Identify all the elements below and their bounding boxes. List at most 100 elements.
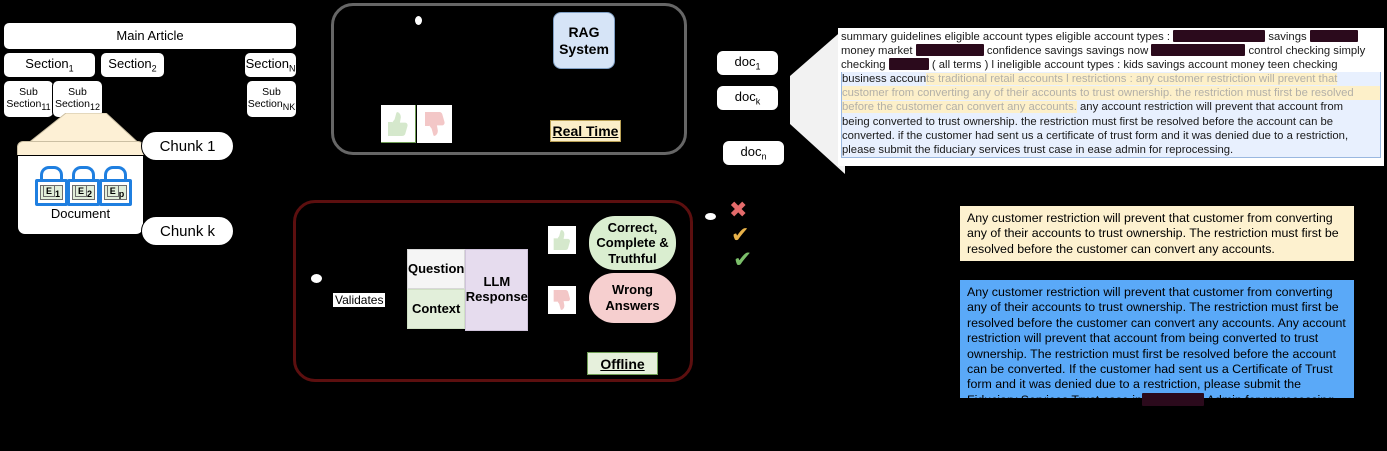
doc-1-sub: 1 bbox=[755, 61, 761, 72]
short-answer-card: Any customer restriction will prevent th… bbox=[959, 205, 1355, 262]
doc-node-k: dock bbox=[716, 85, 779, 111]
subsection-nk-sub: NK bbox=[282, 101, 296, 112]
realtime-stage-tag: Real Time bbox=[550, 120, 621, 142]
section-n-sub: N bbox=[288, 63, 296, 74]
subsection-nk-line1: Sub bbox=[262, 85, 281, 98]
subsection-12-line2: Section bbox=[54, 97, 90, 110]
offline-phase-container bbox=[293, 200, 693, 382]
wrong-line2: Answers bbox=[605, 298, 660, 313]
section-2-sub: 2 bbox=[151, 63, 157, 74]
subsection-node-11: Sub Section11 bbox=[3, 80, 54, 118]
panel-line-8: converted. if the customer had sent us a… bbox=[842, 129, 1349, 142]
subsection-11-line1: Sub bbox=[19, 85, 38, 98]
panel-line-4: business accounts traditional retail acc… bbox=[842, 73, 1338, 86]
doc-k-label: doc bbox=[734, 88, 756, 104]
correct-answers-node: Correct, Complete & Truthful bbox=[589, 216, 676, 270]
correct-line3: Truthful bbox=[608, 250, 657, 266]
chunk-k-node: Chunk k bbox=[141, 216, 234, 246]
subsection-11-sub: 11 bbox=[41, 101, 51, 112]
panel-line-9: please submit the fiduciary services tru… bbox=[842, 143, 1234, 156]
subsection-nk-line2: Section bbox=[247, 97, 283, 110]
redaction-block bbox=[1309, 30, 1358, 42]
context-cell: Context bbox=[407, 289, 466, 329]
correct-line1: Correct, bbox=[607, 219, 658, 235]
section-node-n: SectionN bbox=[244, 52, 297, 78]
panel-highlight-span: ts traditional retail accounts l restric… bbox=[926, 73, 1338, 86]
lock-e2-sub: 2 bbox=[87, 188, 93, 199]
lock-e1-label: E bbox=[42, 184, 55, 197]
llm-response-cell: LLM Response bbox=[465, 249, 529, 331]
panel-line-3: checking ( all terms ) l ineligible acco… bbox=[841, 58, 1338, 72]
llm-response-line1: LLM bbox=[483, 274, 511, 290]
redaction-block bbox=[915, 44, 984, 57]
long-answer-text-a: Any customer restriction will prevent th… bbox=[967, 285, 1346, 407]
section-1-label: Section bbox=[25, 55, 69, 71]
cross-mark-icon: ✖ bbox=[729, 197, 748, 222]
panel-line-2: money market confidence savings savings … bbox=[841, 44, 1366, 58]
doc-expand-funnel bbox=[790, 28, 845, 174]
offline-thumbs-up-cell bbox=[548, 226, 576, 254]
subsection-12-sub: 12 bbox=[90, 101, 101, 112]
wrong-answers-node: Wrong Answers bbox=[589, 273, 676, 323]
offline-thumbs-down-cell bbox=[548, 286, 576, 314]
context-label: Context bbox=[411, 300, 461, 316]
doc-node-n: docn bbox=[722, 140, 785, 166]
section-2-label: Section bbox=[108, 55, 152, 71]
lock-e1-sub: 1 bbox=[55, 188, 61, 199]
main-article-label: Main Article bbox=[116, 27, 184, 43]
section-n-label: Section bbox=[245, 55, 289, 71]
document-label: Document bbox=[50, 206, 111, 221]
realtime-stage-label: Real Time bbox=[552, 123, 619, 139]
panel-line-6: before the customer can convert any acco… bbox=[842, 101, 1344, 114]
panel-retrieved-block: business accounts traditional retail acc… bbox=[841, 72, 1381, 158]
offline-entry-dot bbox=[311, 274, 322, 283]
lock-e2-label: E bbox=[74, 184, 87, 197]
doc-node-1: doc1 bbox=[716, 50, 779, 76]
chunk-1-node: Chunk 1 bbox=[141, 131, 234, 161]
thumbs-down-icon bbox=[553, 290, 570, 310]
thumbs-down-icon bbox=[424, 112, 445, 136]
subsection-11-line2: Section bbox=[6, 97, 42, 110]
realtime-thumbs-up-cell bbox=[381, 105, 416, 143]
panel-line-5: customer from converting any of their ac… bbox=[842, 86, 1380, 101]
long-answer-text-b: Admin for reprocessing. bbox=[1206, 392, 1338, 407]
rag-system-line1: RAG bbox=[568, 23, 600, 40]
question-context-response-grid: Question Context LLM Response bbox=[407, 249, 529, 331]
retrieved-document-panel: summary guidelines eligible account type… bbox=[838, 28, 1384, 166]
chunk-1-label: Chunk 1 bbox=[159, 137, 216, 155]
realtime-thumbs-down-cell bbox=[417, 105, 452, 143]
rag-system-line2: System bbox=[559, 40, 609, 57]
check-mark-partial-icon: ✔ bbox=[731, 222, 750, 247]
doc-n-sub: n bbox=[761, 151, 767, 162]
question-cell: Question bbox=[407, 249, 466, 289]
wrong-line1: Wrong bbox=[612, 282, 653, 298]
panel-line-1: summary guidelines eligible account type… bbox=[841, 30, 1381, 44]
correct-line2: Complete & bbox=[596, 235, 669, 251]
thumbs-up-icon bbox=[553, 230, 570, 250]
chunk-k-label: Chunk k bbox=[159, 222, 216, 240]
verdict-entry-dot bbox=[705, 213, 716, 220]
validates-label: Validates bbox=[333, 293, 386, 307]
redaction-block bbox=[888, 58, 929, 71]
redaction-block bbox=[1151, 44, 1246, 57]
section-node-1: Section1 bbox=[3, 52, 96, 78]
short-answer-text: Any customer restriction will prevent th… bbox=[967, 211, 1339, 256]
redaction-block bbox=[1141, 392, 1204, 406]
doc-1-label: doc bbox=[734, 53, 756, 69]
expansion-cone bbox=[21, 113, 144, 148]
subsection-12-line1: Sub bbox=[68, 85, 87, 98]
check-mark-good-icon: ✔ bbox=[733, 246, 753, 272]
offline-stage-tag: Offline bbox=[587, 352, 658, 375]
offline-stage-label: Offline bbox=[600, 355, 645, 372]
realtime-phase-container bbox=[331, 3, 687, 155]
llm-response-line2: Response bbox=[465, 289, 528, 304]
section-1-sub: 1 bbox=[68, 63, 74, 74]
long-answer-card: Any customer restriction will prevent th… bbox=[959, 279, 1355, 407]
main-article-node: Main Article bbox=[3, 22, 297, 50]
